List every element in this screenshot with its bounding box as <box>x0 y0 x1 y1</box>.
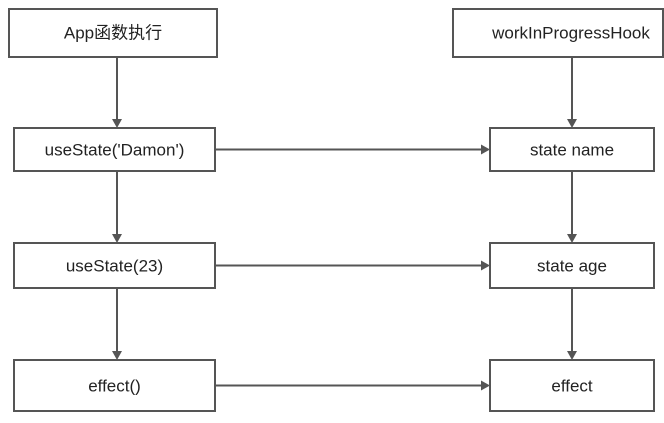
node-state-name-label: state name <box>530 141 614 160</box>
arrow-app-to-use-state-name <box>112 57 122 128</box>
arrow-use-state-age-to-state-age <box>215 260 490 271</box>
arrow-wip-hook-to-state-name <box>567 57 577 128</box>
node-state-age-label: state age <box>537 257 607 276</box>
arrow-effect-call-to-effect <box>215 380 490 391</box>
arrow-head <box>112 119 122 128</box>
node-effect-call: effect() <box>13 359 216 412</box>
arrow-head <box>481 380 490 391</box>
node-state-age: state age <box>489 242 655 289</box>
arrow-state-age-to-effect <box>567 288 577 360</box>
arrow-use-state-age-to-effect-call <box>112 288 122 360</box>
node-use-state-age: useState(23) <box>13 242 216 289</box>
arrow-use-state-name-to-use-state-age <box>112 171 122 243</box>
node-app-label: App函数执行 <box>64 24 162 43</box>
arrow-head <box>567 351 577 360</box>
arrow-head <box>112 351 122 360</box>
arrow-head <box>481 260 490 271</box>
arrow-state-name-to-state-age <box>567 171 577 243</box>
node-effect-call-label: effect() <box>88 377 141 396</box>
node-use-state-name: useState('Damon') <box>13 127 216 172</box>
arrow-head <box>567 234 577 243</box>
arrow-use-state-name-to-state-name <box>215 144 490 155</box>
arrow-head <box>112 234 122 243</box>
node-wip-hook-label: workInProgressHook <box>491 24 650 43</box>
node-app: App函数执行 <box>8 8 218 58</box>
node-effect-label: effect <box>551 377 593 396</box>
node-effect: effect <box>489 359 655 412</box>
arrow-head <box>567 119 577 128</box>
arrow-head <box>481 144 490 155</box>
node-use-state-age-label: useState(23) <box>66 257 163 276</box>
node-state-name: state name <box>489 127 655 172</box>
node-wip-hook: workInProgressHook <box>452 8 664 58</box>
node-use-state-name-label: useState('Damon') <box>45 141 185 160</box>
diagram-edges <box>112 57 577 391</box>
